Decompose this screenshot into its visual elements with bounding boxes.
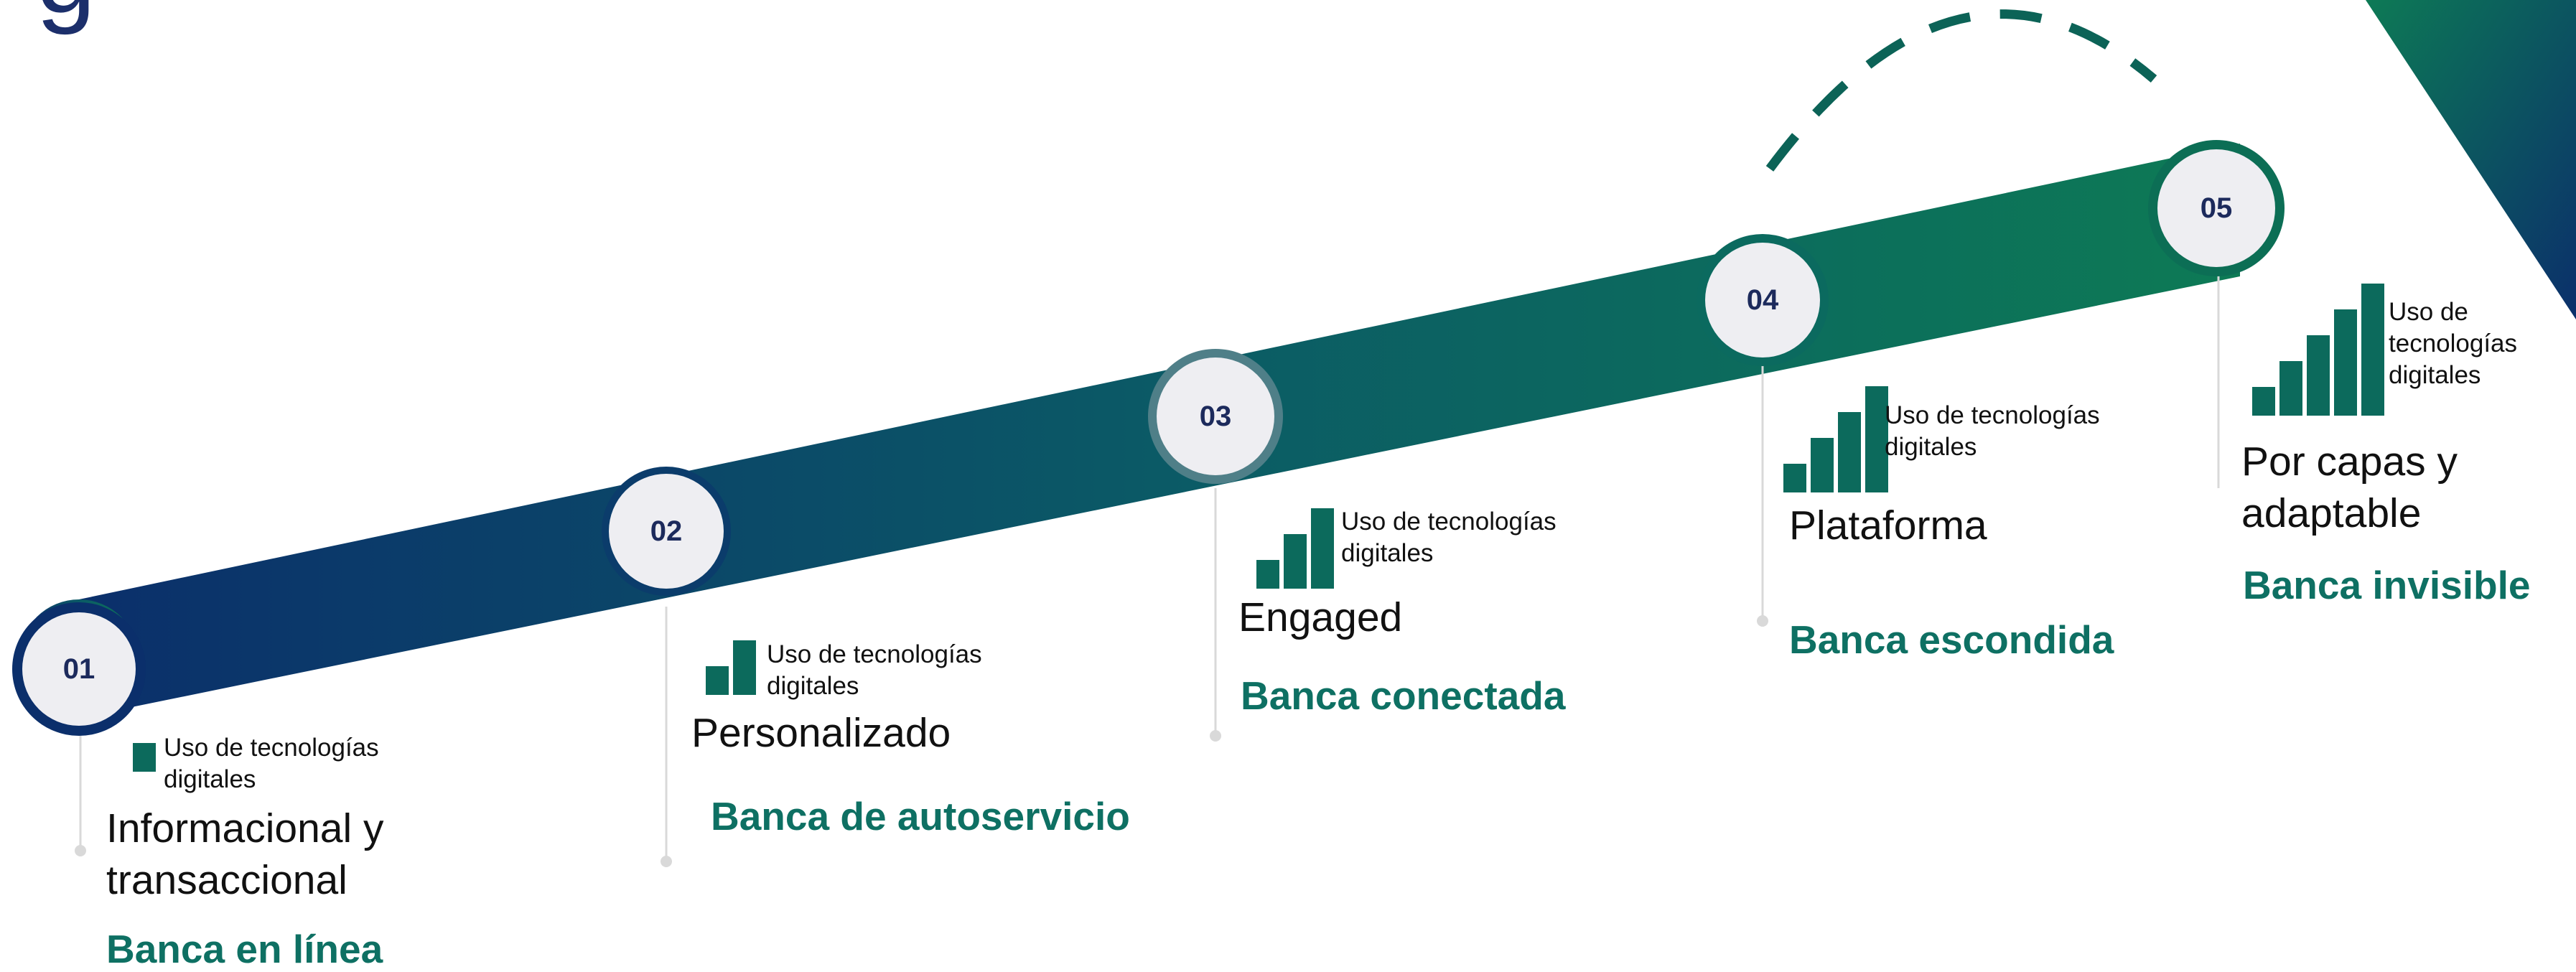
- stage-node-04: [1697, 234, 1829, 366]
- banca-label-02: Banca de autoservicio: [711, 794, 1130, 838]
- banca-label-04: Banca escondida: [1789, 617, 2114, 662]
- stage-node-03: [1148, 349, 1283, 484]
- usage-bar: [1311, 508, 1334, 589]
- usage-bar: [2334, 309, 2357, 416]
- usage-label-04: Uso de tecnologías digitales: [1885, 401, 2100, 461]
- usage-bar: [2279, 361, 2302, 416]
- banca-label-03: Banca conectada: [1241, 673, 1566, 718]
- usage-bars-icon-05: [2252, 284, 2384, 416]
- stage-number-02: 02: [650, 515, 683, 547]
- feature-label-01: Informacional y transaccional: [106, 805, 384, 903]
- stage-node-02: [602, 467, 731, 596]
- usage-bars-icon-04: [1783, 386, 1888, 492]
- stage-number-04: 04: [1746, 284, 1779, 316]
- usage-bar: [1865, 386, 1888, 492]
- feature-label-02: Personalizado: [691, 710, 951, 756]
- usage-bar: [2307, 335, 2330, 416]
- usage-bar: [1783, 464, 1806, 492]
- feature-label-03: Engaged: [1238, 594, 1403, 640]
- usage-bar: [1838, 412, 1861, 492]
- usage-bar: [733, 640, 756, 695]
- usage-bar: [1256, 560, 1279, 589]
- stage-number-01: 01: [62, 653, 95, 685]
- usage-bar: [706, 666, 729, 695]
- usage-label-03: Uso de tecnologías digitales: [1341, 508, 1557, 567]
- connector-dots: [75, 615, 1768, 867]
- feature-label-05: Por capas y adaptable: [2241, 439, 2458, 536]
- usage-bar: [133, 743, 156, 772]
- feature-label-04: Plataforma: [1789, 503, 1987, 548]
- banca-label-01: Banca en línea: [106, 927, 383, 971]
- stage-node-05: [2148, 140, 2285, 276]
- banca-label-05: Banca invisible: [2243, 563, 2531, 607]
- corner-decoration: [2366, 0, 2576, 319]
- usage-bars-icon-03: [1256, 508, 1334, 589]
- usage-bar: [2252, 387, 2275, 416]
- usage-bars-icon-02: [706, 640, 756, 695]
- stage-number-03: 03: [1199, 401, 1232, 432]
- dashed-arc: [1765, 9, 2157, 172]
- usage-bar: [2361, 284, 2384, 416]
- usage-label-02: Uso de tecnologías digitales: [767, 640, 982, 700]
- connector-lines: [79, 269, 2220, 861]
- usage-bars-icon-01: [133, 743, 156, 772]
- stage-node-01: [12, 602, 146, 736]
- usage-bar: [1811, 438, 1834, 492]
- usage-bar: [1284, 534, 1307, 589]
- usage-label-01: Uso de tecnologías digitales: [164, 734, 379, 793]
- stage-number-05: 05: [2200, 192, 2233, 224]
- usage-label-05: Uso de tecnologías digitales: [2389, 298, 2518, 389]
